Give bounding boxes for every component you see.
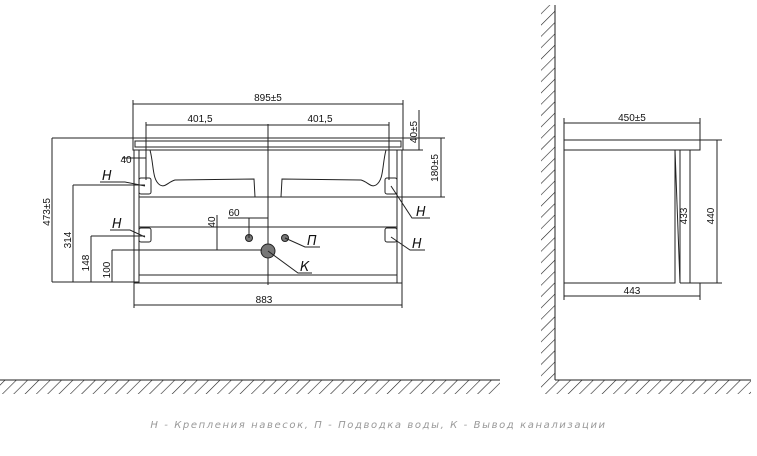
dim-water-offset-h: 60 — [228, 208, 240, 219]
dim-water-offset-v: 40 — [207, 216, 218, 228]
dim-mount-lower: 148 — [81, 254, 92, 271]
side-view — [563, 139, 701, 284]
dim-side-depth-top: 450±5 — [618, 113, 646, 124]
floor-hatch-right — [541, 380, 751, 394]
label-drain: К — [300, 260, 310, 275]
label-mount-bottom-left: Н — [112, 217, 122, 232]
dim-half-left: 401,5 — [187, 114, 212, 125]
dim-top-side-offset: 40 — [120, 155, 132, 166]
dim-total-width: 895±5 — [254, 93, 282, 104]
dim-side-depth-body: 443 — [624, 286, 641, 297]
dim-side-height-inner: 433 — [679, 207, 690, 224]
label-mount-top-left: Н — [102, 169, 112, 184]
dim-mount-upper: 314 — [63, 231, 74, 248]
dim-drain-height: 100 — [102, 261, 113, 278]
dim-top-thickness: 40±5 — [409, 120, 420, 143]
dim-half-right: 401,5 — [307, 114, 332, 125]
dim-side-height: 440 — [706, 207, 717, 224]
wall-hatch — [541, 5, 555, 380]
legend-caption: Н - Крепления навесок, П - Подводка воды… — [150, 420, 607, 431]
label-water: П — [307, 234, 317, 249]
front-view — [132, 124, 404, 285]
label-mount-bottom-right: Н — [412, 237, 422, 252]
dim-body-width: 883 — [256, 295, 273, 306]
dim-total-height: 473±5 — [42, 198, 53, 226]
dim-basin-depth: 180±5 — [430, 154, 441, 182]
floor-hatch-left — [0, 380, 500, 394]
label-mount-top-right: Н — [416, 205, 426, 220]
